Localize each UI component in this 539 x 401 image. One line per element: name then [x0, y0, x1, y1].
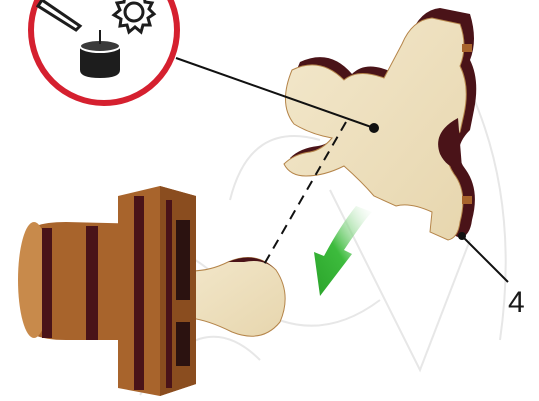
- cross-shaped-part: [284, 8, 476, 240]
- part-number-label: 4: [508, 288, 525, 318]
- side-notch: [462, 44, 472, 52]
- insert-arrow: [314, 206, 372, 296]
- leader-dot: [369, 123, 379, 133]
- cylinder-stripe: [42, 228, 52, 338]
- leader-dot: [458, 232, 466, 240]
- box-window: [176, 220, 190, 300]
- part-number-leader: [462, 236, 508, 282]
- glue-instruction-badge: [31, 0, 177, 103]
- peg-assembly: [18, 186, 285, 396]
- box-window: [176, 322, 190, 366]
- box-stripe: [134, 196, 144, 390]
- box-stripe: [166, 200, 172, 388]
- cylinder-stripe: [86, 226, 98, 340]
- side-notch: [462, 196, 472, 204]
